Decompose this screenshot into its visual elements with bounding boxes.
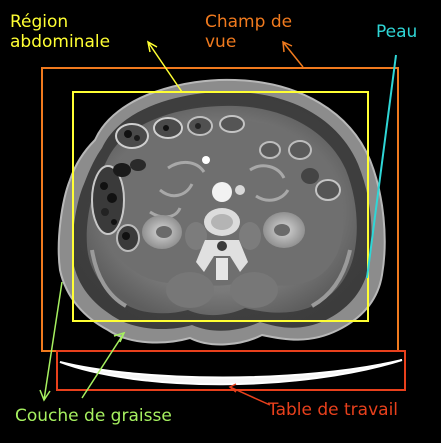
fat-layer-pointer-left [44,282,62,400]
skin-label: Peau [376,22,417,42]
fat-layer-pointer-right [82,333,124,398]
work-table-label: Table de travail [268,400,398,420]
abdominal-region-label: Région abdominale [10,12,110,52]
field-of-view-label-line1: Champ de [205,12,292,32]
abdominal-region-label-line2: abdominale [10,32,110,52]
paraspinal-left [230,272,278,308]
vessel [202,156,210,164]
ct-scan-image [59,80,385,345]
field-of-view-label-line2: vue [205,32,292,52]
psoas-left [239,222,261,250]
aorta [212,182,232,202]
abdominal-region-label-line1: Région [10,12,110,32]
paraspinal-right [166,272,214,308]
vein [235,185,245,195]
field-of-view-label: Champ de vue [205,12,292,52]
scanner-table [60,360,402,384]
fat-layer-label: Couche de graisse [15,406,172,426]
